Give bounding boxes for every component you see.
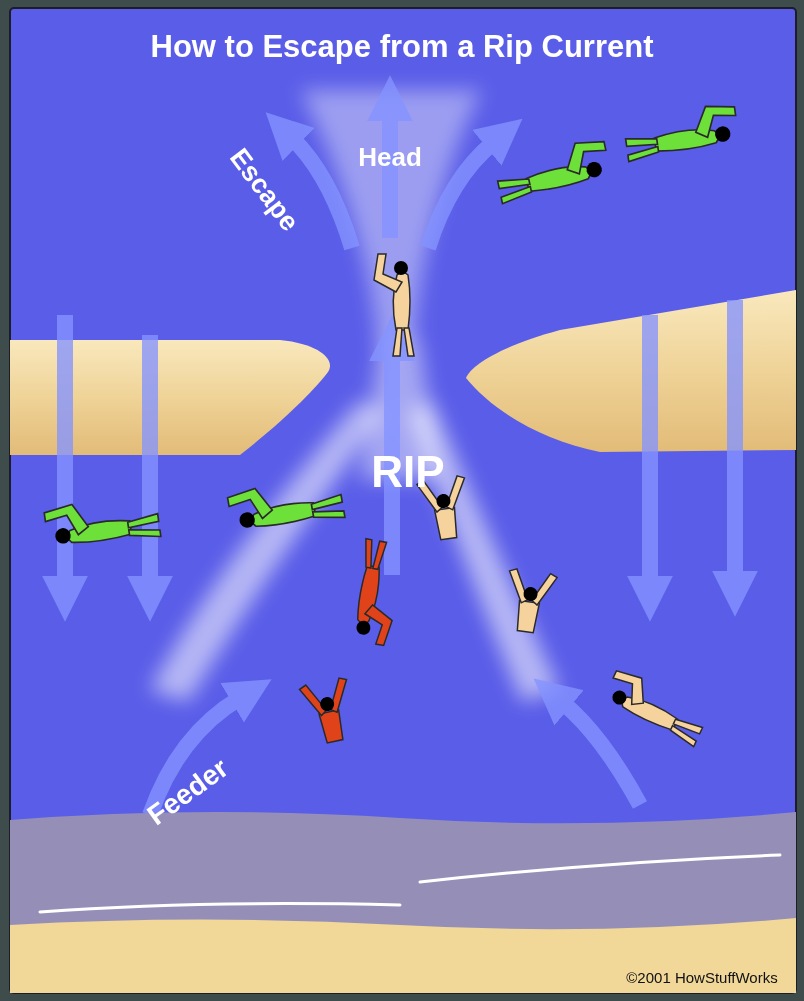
swimmers — [44, 102, 740, 746]
right-sandbar — [466, 290, 796, 452]
escape-label: Escape — [225, 144, 303, 236]
ocean-water — [10, 8, 796, 993]
drowning-swimmer — [348, 539, 405, 646]
escaping-swimmer — [493, 137, 612, 203]
escaping-swimmer — [623, 102, 740, 161]
drowning-swimmer — [299, 677, 359, 747]
head-label: Head — [358, 144, 422, 170]
feeder-label: Feeder — [143, 754, 234, 831]
diagram-title: How to Escape from a Rip Current — [151, 31, 654, 62]
copyright-note: ©2001 HowStuffWorks — [626, 970, 777, 985]
swimmer — [601, 667, 710, 746]
wave-lines — [40, 855, 780, 912]
escaping-swimmer — [227, 474, 345, 537]
rip-label: RIP — [371, 450, 444, 494]
escaping-swimmer — [44, 493, 161, 552]
current-arrows — [65, 112, 735, 815]
swimmer — [374, 254, 414, 356]
beach — [10, 918, 796, 993]
struggling-swimmer — [502, 568, 558, 635]
wet-sand — [10, 812, 796, 930]
